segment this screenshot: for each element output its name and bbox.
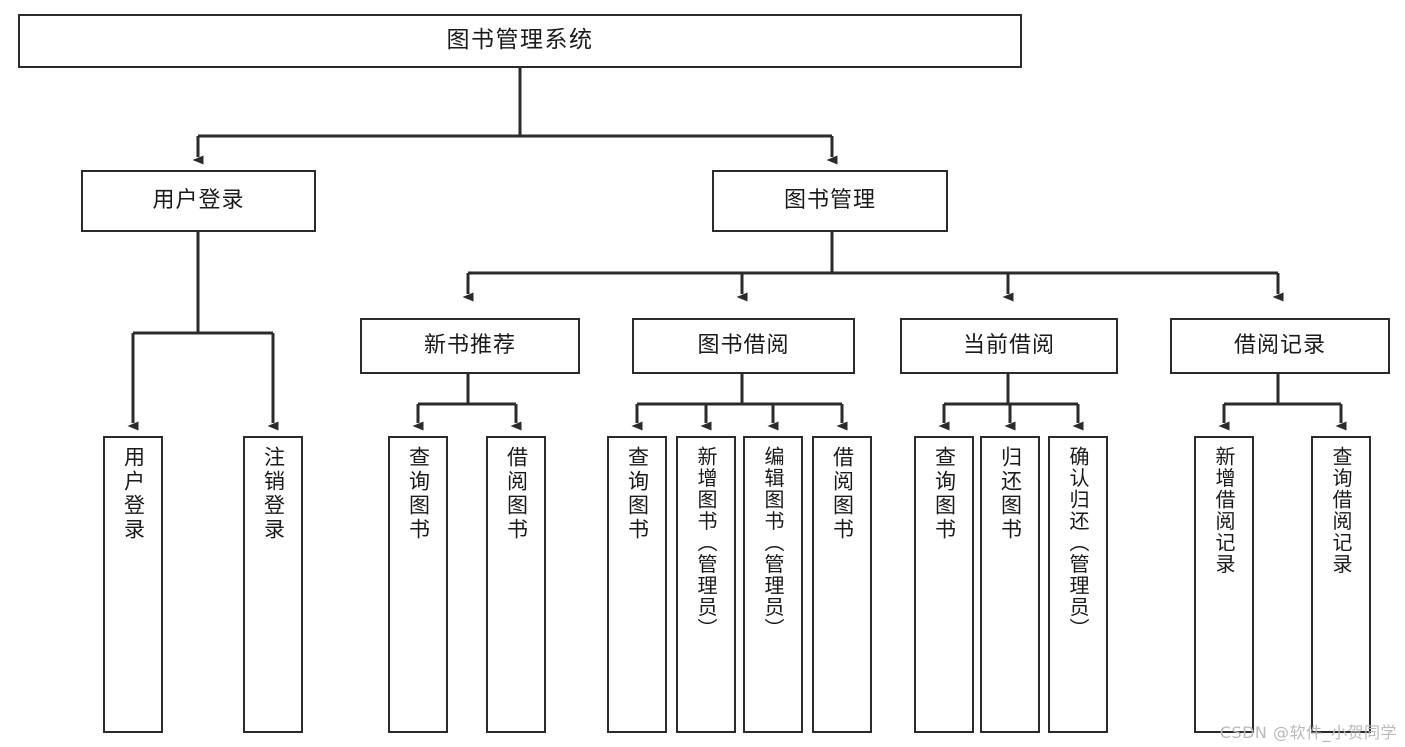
leaf-cb-query-book[interactable]: 查询图书 [914, 436, 974, 733]
node-label: 编辑图书（管理员） [761, 446, 785, 640]
leaf-nb-query-book[interactable]: 查询图书 [388, 436, 448, 733]
node-label: 当前借阅 [962, 332, 1055, 358]
leaf-bb-borrow-book[interactable]: 借阅图书 [812, 436, 872, 733]
node-user-login[interactable]: 用户登录 [81, 170, 316, 232]
node-label: 归还图书 [998, 446, 1023, 542]
leaf-nb-borrow-book[interactable]: 借阅图书 [486, 436, 546, 733]
node-label: 查询图书 [932, 446, 957, 542]
node-book-borrow[interactable]: 图书借阅 [632, 318, 855, 374]
node-label: 用户登录 [121, 446, 146, 542]
node-label: 确认归还（管理员） [1066, 446, 1090, 640]
node-label: 用户登录 [152, 187, 245, 213]
node-label: 新书推荐 [423, 332, 516, 358]
node-label: 借阅图书 [830, 446, 855, 542]
leaf-br-add-record[interactable]: 新增借阅记录 [1194, 436, 1254, 733]
node-label: 图书管理 [783, 187, 876, 213]
node-label: 借阅记录 [1233, 332, 1326, 358]
node-label: 新增图书（管理员） [694, 446, 718, 640]
node-label: 新增借阅记录 [1212, 446, 1236, 575]
node-borrow-record[interactable]: 借阅记录 [1170, 318, 1390, 374]
node-label: 借阅图书 [504, 446, 529, 542]
leaf-user-login[interactable]: 用户登录 [103, 436, 163, 733]
leaf-cb-confirm-return-admin[interactable]: 确认归还（管理员） [1048, 436, 1108, 733]
node-label: 注销登录 [261, 446, 286, 542]
leaf-bb-add-book-admin[interactable]: 新增图书（管理员） [676, 436, 736, 733]
node-label: 查询借阅记录 [1329, 446, 1353, 575]
node-label: 图书管理系统 [446, 27, 594, 54]
node-label: 图书借阅 [697, 332, 790, 358]
node-label: 查询图书 [406, 446, 431, 542]
watermark-text: CSDN @软件_小贺同学 [1219, 723, 1397, 742]
leaf-logout[interactable]: 注销登录 [243, 436, 303, 733]
leaf-br-query-record[interactable]: 查询借阅记录 [1311, 436, 1371, 733]
node-label: 查询图书 [625, 446, 650, 542]
leaf-cb-return-book[interactable]: 归还图书 [980, 436, 1040, 733]
leaf-bb-edit-book-admin[interactable]: 编辑图书（管理员） [743, 436, 803, 733]
leaf-bb-query-book[interactable]: 查询图书 [607, 436, 667, 733]
node-book-management[interactable]: 图书管理 [712, 170, 948, 232]
node-root-book-management-system[interactable]: 图书管理系统 [18, 14, 1022, 68]
node-new-book-recommend[interactable]: 新书推荐 [360, 318, 580, 374]
node-current-borrow[interactable]: 当前借阅 [900, 318, 1118, 374]
